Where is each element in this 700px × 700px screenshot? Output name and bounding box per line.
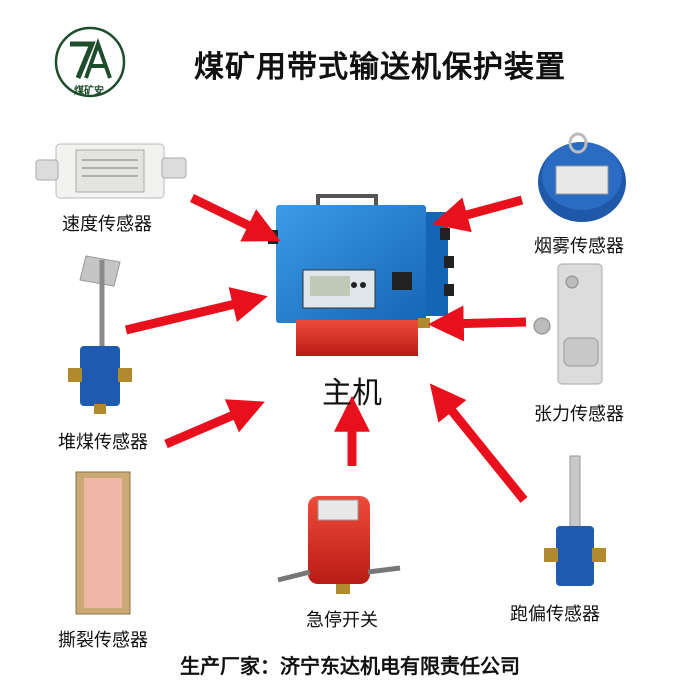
- arrow-coal-pile: [124, 287, 268, 335]
- arrow-tension: [427, 305, 527, 342]
- arrow-deviation: [429, 383, 528, 503]
- coal-pile-sensor-icon: [68, 255, 132, 414]
- tension-sensor-icon: [533, 263, 603, 385]
- manufacturer-footer: 生产厂家：济宁东达机电有限责任公司: [180, 654, 520, 678]
- emergency-stop-icon: [277, 496, 401, 594]
- tension-sensor-label: 张力传感器: [534, 404, 624, 425]
- arrows: [124, 193, 528, 503]
- speed-sensor-icon: [35, 143, 187, 199]
- tear-sensor-icon: [75, 471, 131, 615]
- emergency-stop-label: 急停开关: [306, 610, 378, 631]
- arrow-tear: [164, 399, 265, 449]
- deviation-sensor-icon: [544, 455, 606, 586]
- control-box-icon: [268, 194, 454, 356]
- arrow-smoke: [432, 195, 524, 233]
- tear-sensor-label: 撕裂传感器: [58, 630, 148, 651]
- smoke-sensor-icon: [538, 132, 626, 222]
- arrow-speed: [190, 193, 281, 242]
- logo-icon: [54, 26, 126, 98]
- main-unit-label: 主机: [322, 376, 382, 411]
- smoke-sensor-label: 烟雾传感器: [534, 236, 624, 257]
- coal-pile-sensor-label: 堆煤传感器: [58, 432, 148, 453]
- logo-text: 煤矿安: [74, 86, 104, 97]
- page-title: 煤矿用带式输送机保护装置: [194, 50, 566, 85]
- deviation-sensor-label: 跑偏传感器: [510, 604, 600, 625]
- speed-sensor-label: 速度传感器: [62, 214, 152, 235]
